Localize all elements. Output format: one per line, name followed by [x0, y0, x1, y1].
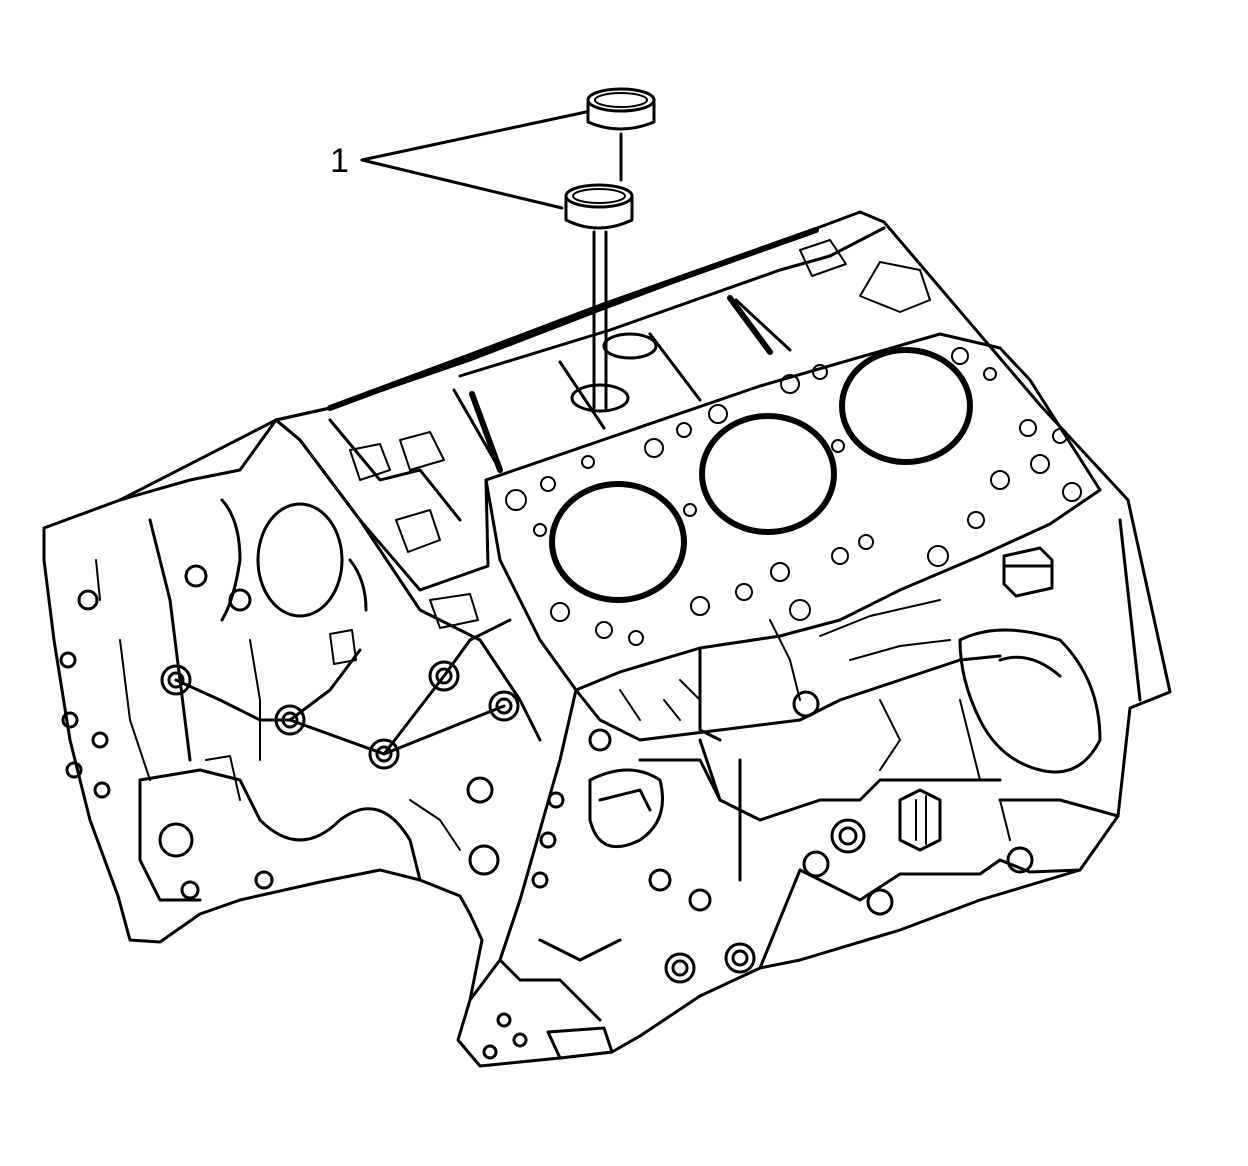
cylinder-bore-3	[839, 347, 973, 465]
front-bosses	[59, 564, 520, 900]
rear-bore	[958, 628, 1102, 774]
engine-block	[42, 210, 1172, 1068]
installer-tool-shaft	[592, 230, 608, 410]
plug-lower	[564, 183, 634, 230]
cam-bore	[256, 502, 344, 618]
side-plug	[898, 788, 942, 852]
callout-label: 1	[330, 142, 349, 180]
side-bosses	[482, 690, 1034, 1060]
deck-surface	[484, 332, 1102, 692]
leader-line-upper	[360, 110, 588, 162]
sensor-boss	[1002, 546, 1054, 598]
plug-upper	[586, 87, 656, 182]
plug-hole-front	[570, 383, 630, 413]
leader-line-lower	[360, 158, 564, 210]
cylinder-bore-2	[699, 413, 837, 535]
callout-1: 1	[330, 110, 588, 210]
lower-bracket	[546, 1026, 614, 1060]
deck-holes	[505, 347, 1082, 646]
cylinder-bore-1	[549, 481, 687, 603]
plug-hole-rear	[602, 332, 658, 360]
